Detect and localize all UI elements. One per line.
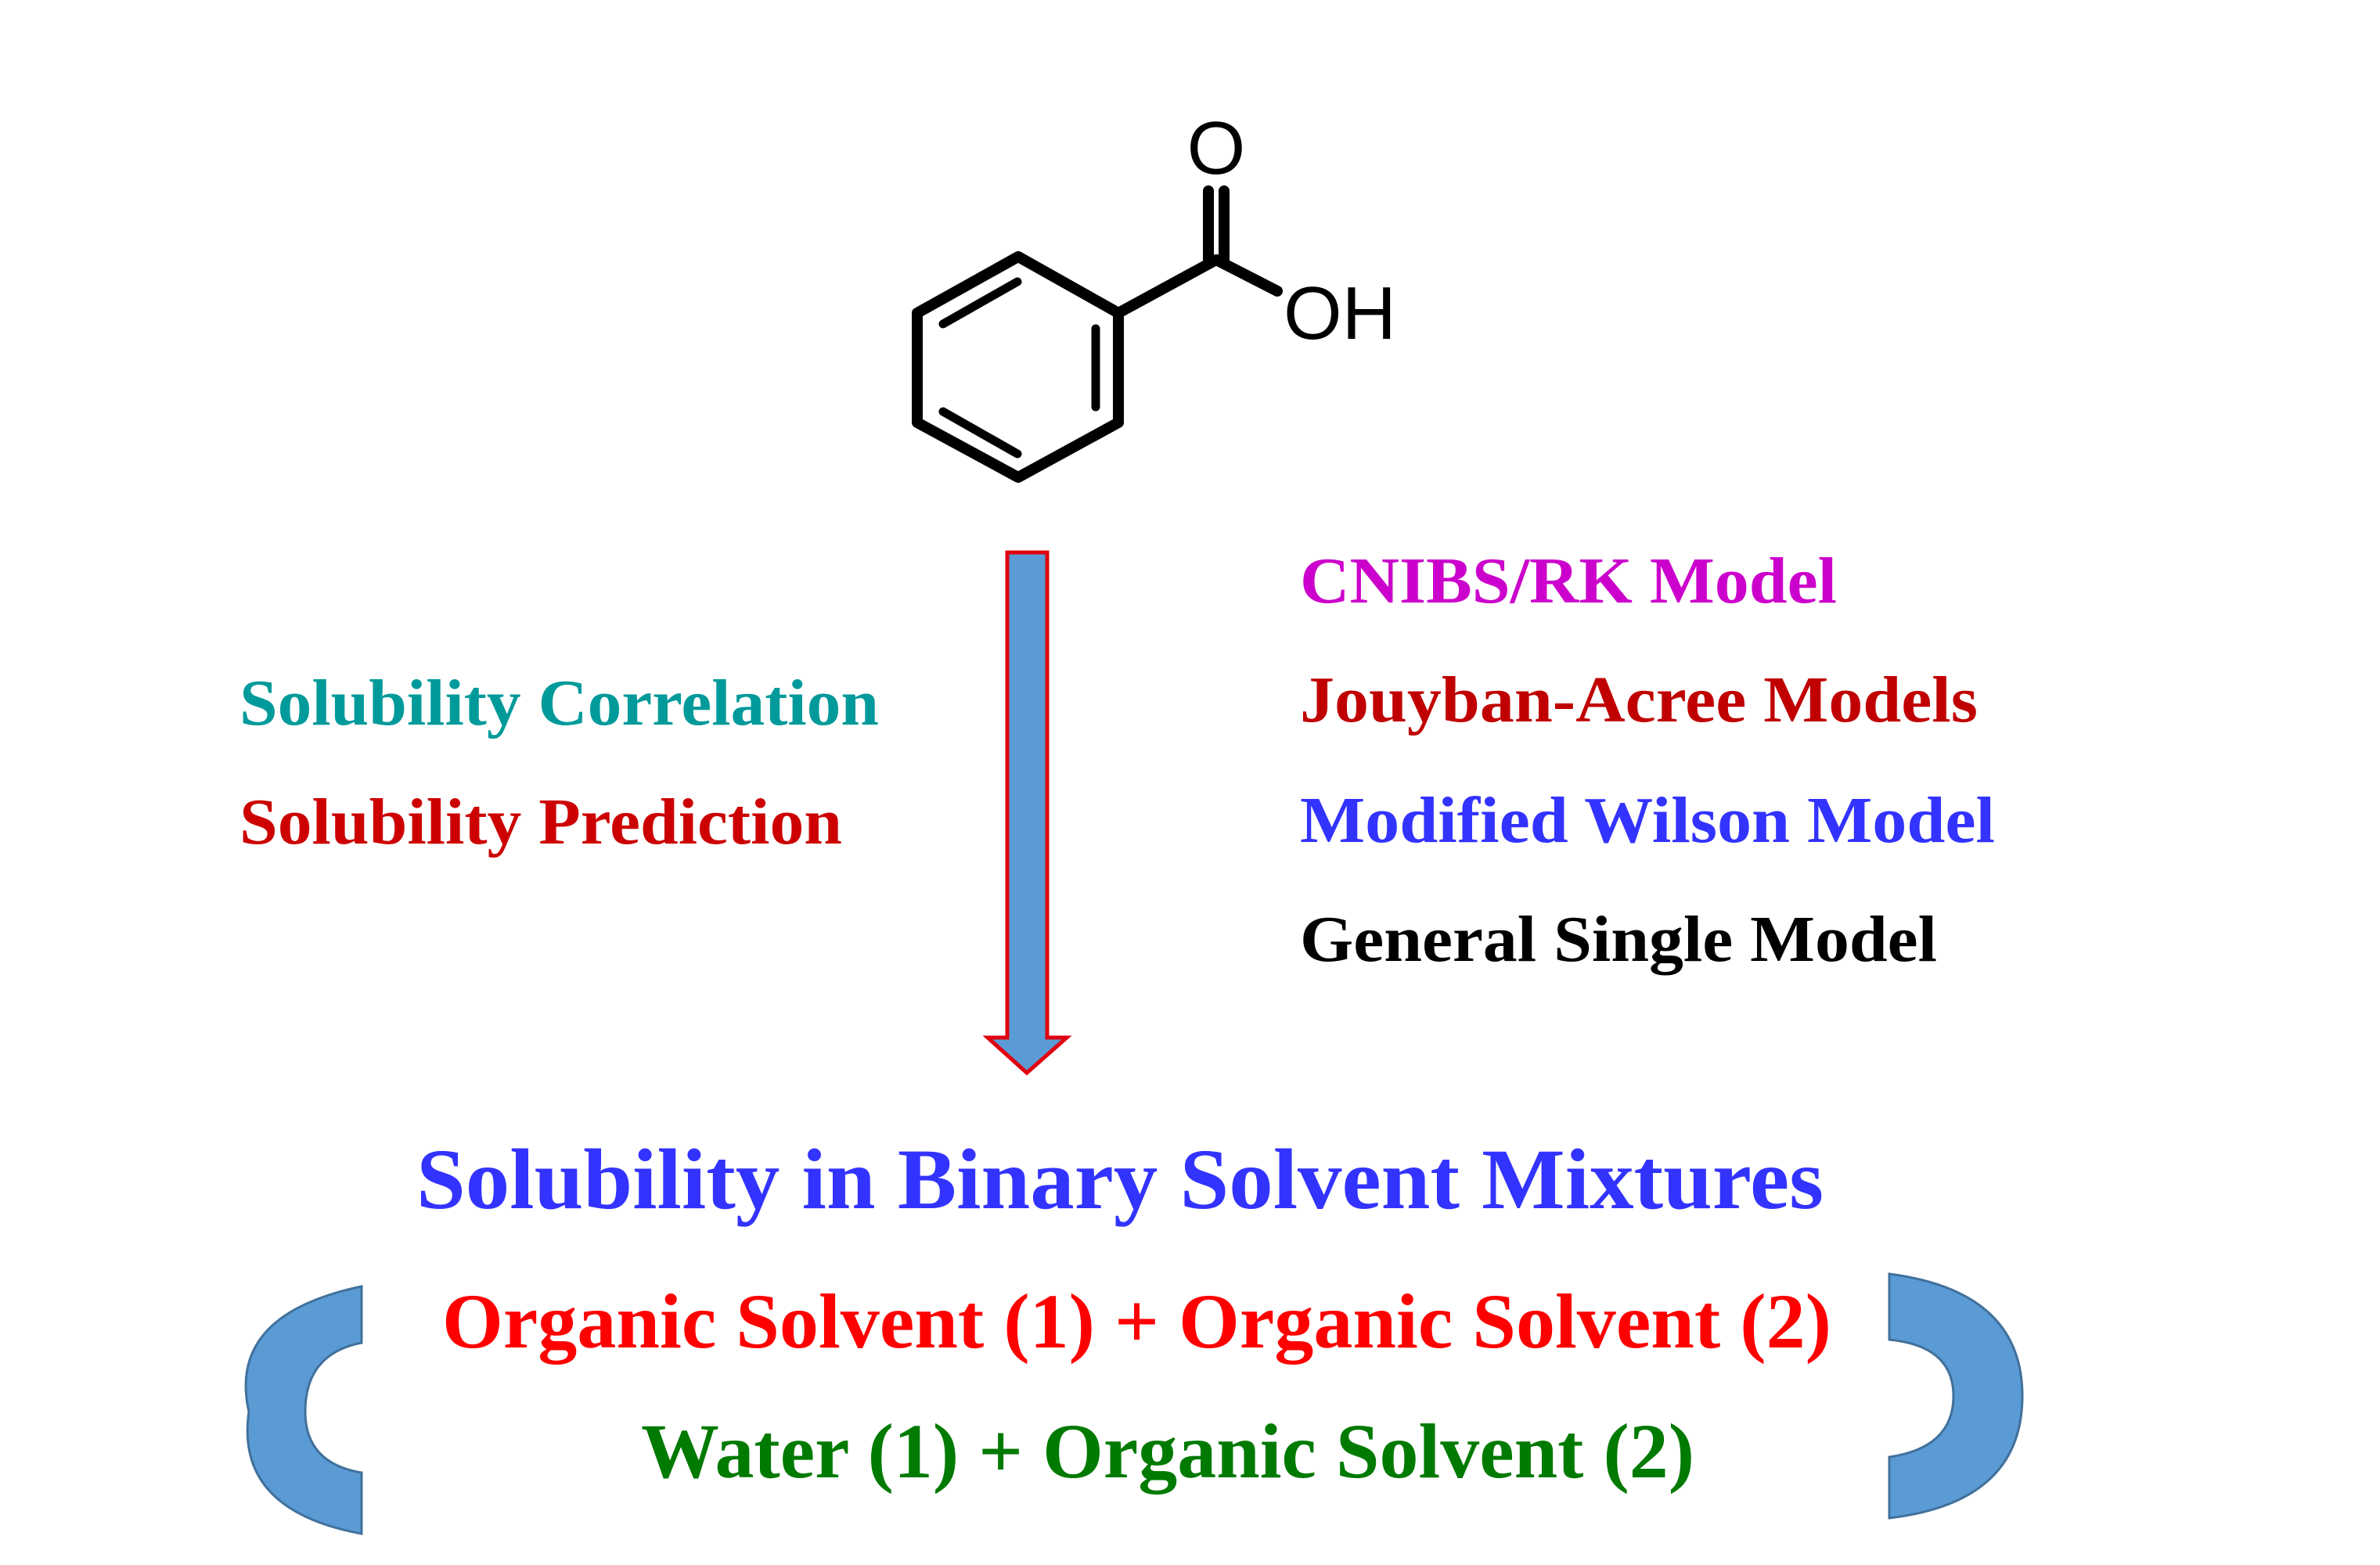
c-c-bond <box>1113 254 1222 318</box>
model-modified-wilson: Modified Wilson Model <box>1300 784 1995 857</box>
system-water-organic: Water (1) + Organic Solvent (2) <box>641 1408 1694 1495</box>
hydroxyl-label: OH <box>1284 272 1396 355</box>
down-arrow <box>982 550 1072 1076</box>
left-label-prediction: Solubility Prediction <box>239 786 842 858</box>
ring-double-bond <box>938 407 1022 459</box>
benzene-ring <box>912 251 1124 483</box>
ring-double-bond <box>938 277 1022 329</box>
diagram-title: Solubility in Binary Solvent Mixtures <box>416 1131 1824 1227</box>
model-jouyban-acree: Jouyban-Acree Models <box>1300 664 1978 736</box>
left-bracket <box>244 1285 363 1535</box>
model-general-single: General Single Model <box>1300 903 1937 976</box>
right-bracket <box>1888 1272 2024 1520</box>
c-oh-bond <box>1211 254 1283 297</box>
carbonyl-oxygen-label: O <box>1187 106 1246 190</box>
system-organic-organic: Organic Solvent (1) + Organic Solvent (2… <box>442 1278 1831 1365</box>
benzoic-acid-structure <box>912 185 1283 483</box>
left-label-correlation: Solubility Correlation <box>239 667 879 739</box>
model-cnibs-rk: CNIBS/RK Model <box>1300 545 1837 617</box>
